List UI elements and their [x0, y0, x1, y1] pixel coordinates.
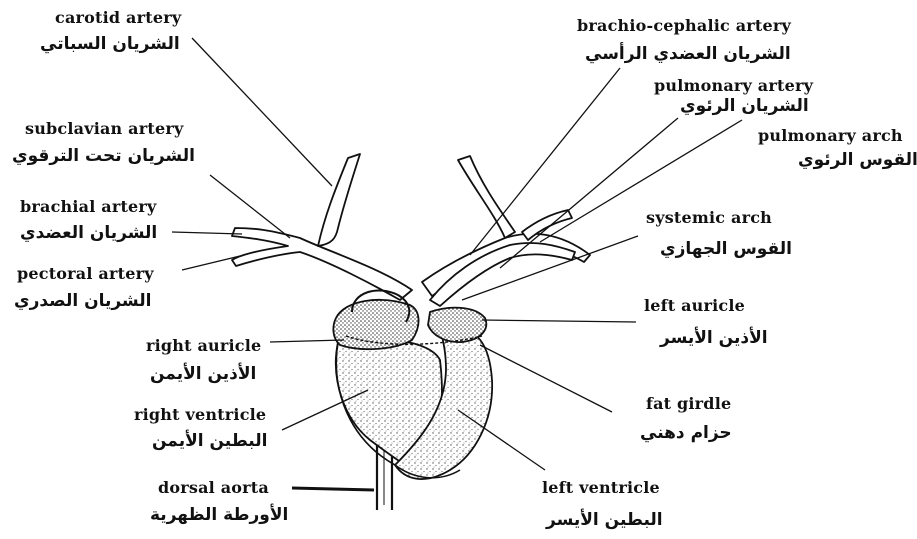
pulmonary-artery-label-ar: الشريان الرئوي: [680, 98, 809, 115]
dorsal-aorta-label-en: dorsal aorta: [158, 480, 269, 496]
systemic-arch-label-ar: القوس الجهازي: [660, 241, 792, 258]
dorsal-aorta-label-ar: الأورطة الظهرية: [150, 507, 288, 524]
subclavian-artery-label-ar: الشريان تحت الترقوي: [12, 148, 195, 165]
right-auricle-label-ar: الأذين الأيمن: [150, 366, 256, 383]
pulmonary-arch-label-en: pulmonary arch: [758, 128, 903, 144]
pectoral-artery-label-ar: الشريان الصدري: [14, 293, 151, 310]
right-auricle-label-en: right auricle: [146, 338, 261, 354]
left-auricle-label-en: left auricle: [644, 298, 745, 314]
subclavian-artery-label-en: subclavian artery: [25, 121, 183, 137]
brachiocephalic-artery-label-en: brachio-cephalic artery: [577, 18, 791, 34]
right-auricle: [333, 300, 418, 349]
right-ventricle-label-en: right ventricle: [134, 407, 266, 423]
left-ventricle-label-ar: البطين الأيسر: [546, 512, 663, 529]
fat-girdle-label-ar: حزام دهني: [640, 425, 732, 442]
carotid-artery-label-ar: الشريان السباتي: [40, 36, 180, 53]
pulmonary-artery-label-en: pulmonary artery: [654, 78, 813, 94]
fat-girdle-label-en: fat girdle: [646, 396, 731, 412]
pectoral-artery-label-en: pectoral artery: [17, 266, 154, 282]
carotid-artery-label-en: carotid artery: [55, 10, 181, 26]
brachial-artery-label-en: brachial artery: [20, 199, 157, 215]
systemic-arch-label-en: systemic arch: [646, 210, 772, 226]
right-ventricle-label-ar: البطين الأيمن: [152, 433, 267, 450]
pulmonary-arch-label-ar: القوس الرئوي: [798, 152, 917, 169]
left-auricle-label-ar: الأذين الأيسر: [660, 330, 768, 347]
brachial-artery-label-ar: الشريان العضدي: [20, 225, 157, 242]
brachiocephalic-artery-label-ar: الشريان العضدي الرأسي: [585, 46, 791, 63]
left-ventricle-label-en: left ventricle: [542, 480, 660, 496]
